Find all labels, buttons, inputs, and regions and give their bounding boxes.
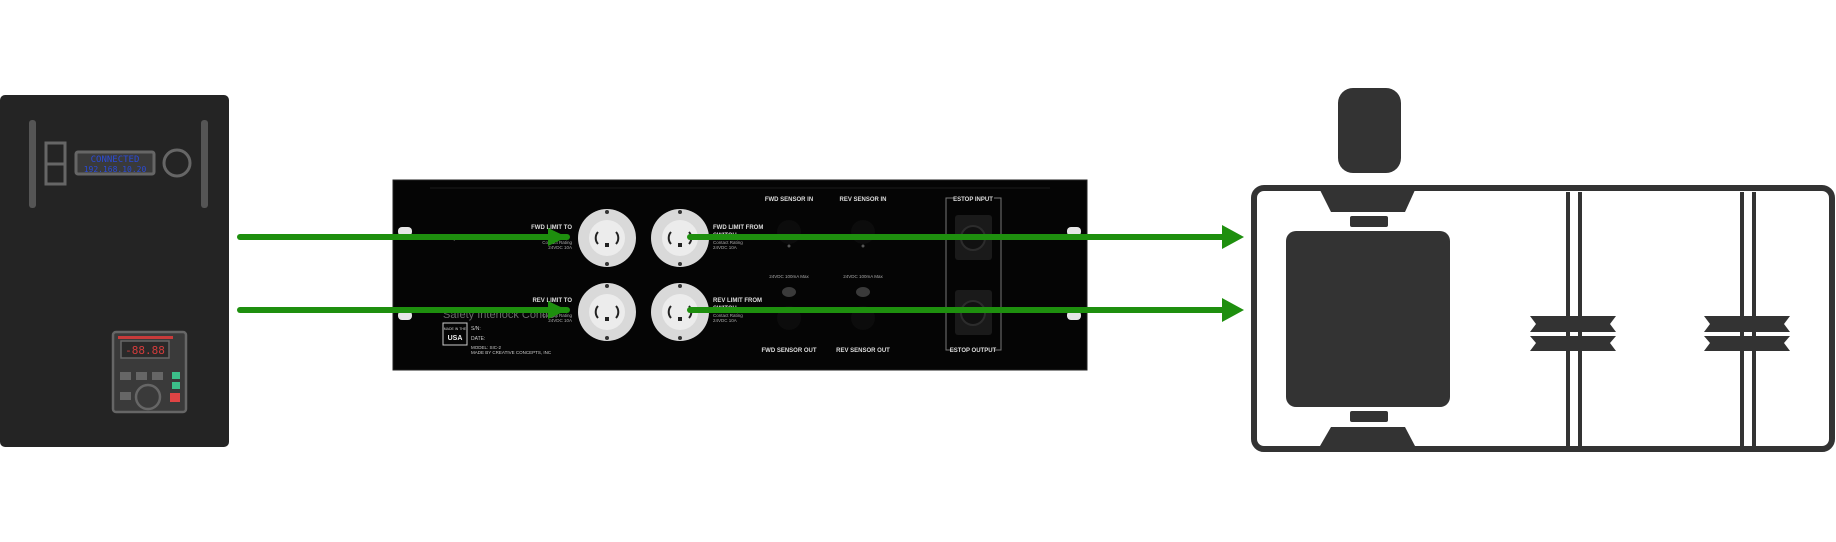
keypad-button[interactable] <box>136 372 147 380</box>
keypad-run-button[interactable] <box>172 372 180 379</box>
maker-label: MADE BY CREATIVE CONCEPTS, INC <box>471 350 552 355</box>
rating-value-label: 24VDC 10A <box>548 245 572 250</box>
usa-label: USA <box>448 335 463 342</box>
usa-badge <box>442 322 468 346</box>
top-mount-tab <box>1350 216 1388 227</box>
fwd-sensor-in-label: FWD SENSOR IN <box>765 197 813 203</box>
fwd-limit-from-receptacle[interactable] <box>651 209 709 267</box>
rev-limit-from-label: REV LIMIT FROM <box>713 298 762 304</box>
estop-input-label: ESTOP INPUT <box>953 197 993 203</box>
keypad-dial-icon[interactable] <box>134 383 162 411</box>
rev-limit-from-receptacle[interactable] <box>651 283 709 341</box>
keypad-button[interactable] <box>152 372 163 380</box>
fwd-limit-to-label: FWD LIMIT TO <box>531 225 572 231</box>
rack-ear-slot <box>1067 311 1081 320</box>
bottom-mount-tab <box>1350 411 1388 422</box>
bottom-mount <box>1320 427 1415 446</box>
contact-rating-label: Contact Rating <box>713 313 743 318</box>
fwd-limit-from-label: FWD LIMIT FROM <box>713 225 763 231</box>
fwd-limit-to-receptacle[interactable] <box>578 209 636 267</box>
rack-ear-slot <box>1067 227 1081 236</box>
limit-switch <box>1704 316 1790 351</box>
contact-rating-label: Contact Rating <box>713 240 743 245</box>
rating-value-label: 24VDC 10A <box>548 318 572 323</box>
knob-icon <box>162 148 192 178</box>
rev-sensor-led <box>856 287 870 297</box>
rev-sensor-in-label: REV SENSOR IN <box>839 197 886 203</box>
interlock-panel: FWD LIMIT TO FWD LIMIT FROM SWITCH Conta… <box>392 179 1088 371</box>
keypad-stop-button[interactable] <box>170 393 180 402</box>
motor-housing <box>1338 88 1401 173</box>
contact-rating-label: Contact Rating <box>542 240 572 245</box>
arrowhead <box>1222 298 1244 322</box>
rev-limit-to-receptacle[interactable] <box>578 283 636 341</box>
rating-value-label: 24VDC 10A <box>713 245 737 250</box>
fwd-sensor-led <box>782 287 796 297</box>
rack-ear-slot <box>398 227 412 236</box>
arrowhead <box>548 228 567 246</box>
arrowhead <box>548 301 567 319</box>
arrowhead <box>1222 225 1244 249</box>
made-in-label: MADE IN THE <box>444 327 467 331</box>
cabinet-handle-right <box>201 120 208 208</box>
contact-rating-label: Contact Rating <box>542 313 572 318</box>
vfd-keypad: -88.88 <box>111 330 188 414</box>
signal-arrows <box>237 225 1244 322</box>
keypad-run-button[interactable] <box>172 382 180 389</box>
rack-ear-slot <box>398 311 412 320</box>
keypad-button[interactable] <box>120 372 131 380</box>
top-mount <box>1320 190 1415 212</box>
estop-output-label: ESTOP OUTPUT <box>950 348 997 354</box>
display-line-1: CONNECTED <box>91 155 140 165</box>
fwd-sensor-out-label: FWD SENSOR OUT <box>762 348 817 354</box>
rev-sensor-out-label: REV SENSOR OUT <box>836 348 890 354</box>
vfd-readout: -88.88 <box>125 344 165 357</box>
limit-switch <box>1530 316 1616 351</box>
sensor-rating-label: 24VDC 100mA Max <box>769 274 809 279</box>
rev-limit-to-label: REV LIMIT TO <box>532 298 572 304</box>
serial-label: S/N: <box>471 326 481 332</box>
machine-schematic <box>1251 88 1835 452</box>
switch-icon <box>44 141 67 186</box>
rating-value-label: 24VDC 10A <box>713 318 737 323</box>
display-line-2: 192.168.10.20 <box>84 165 147 174</box>
sensor-rating-label: 24VDC 100mA Max <box>843 274 883 279</box>
date-label: DATE: <box>471 336 485 342</box>
carriage <box>1286 231 1450 407</box>
cabinet-handle-left <box>29 120 36 208</box>
model-label: MODEL: SIC-2 <box>471 345 502 350</box>
status-display: CONNECTED 192.168.10.20 <box>74 150 156 176</box>
controller-cabinet: CONNECTED 192.168.10.20 -88.88 <box>0 95 229 447</box>
keypad-button[interactable] <box>120 392 131 400</box>
